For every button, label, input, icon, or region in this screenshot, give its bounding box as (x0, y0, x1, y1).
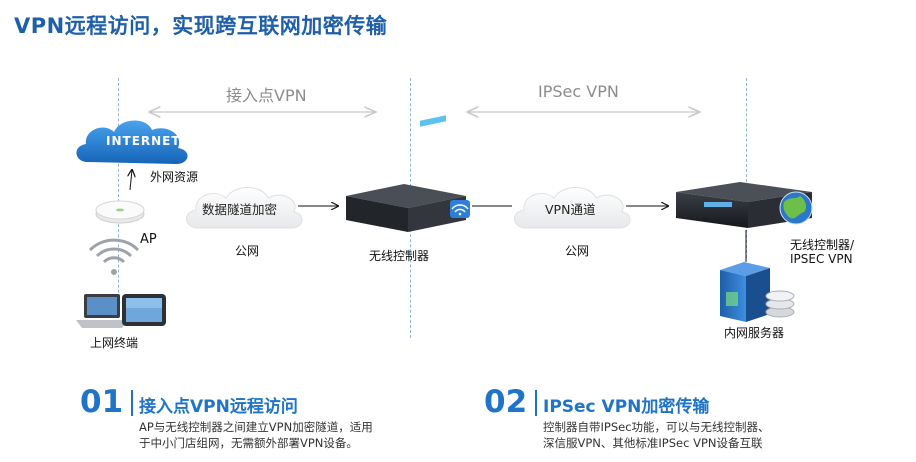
tunnel-cloud-label: 数据隧道加密 (202, 202, 278, 217)
ap-device-icon (95, 200, 145, 224)
feature-divider-1 (131, 390, 133, 416)
section-label-ap-vpn: 接入点VPN (226, 86, 307, 105)
feature-heading-2: IPSec VPN加密传输 (543, 397, 710, 417)
disk-stack-icon (765, 290, 795, 318)
wireless-controller-label: 无线控制器 (369, 249, 430, 263)
page-title: VPN远程访问，实现跨互联网加密传输 (14, 14, 388, 38)
public-net-label-2: 公网 (565, 244, 590, 258)
laptop-icon (76, 294, 128, 328)
divider-line-3 (746, 78, 747, 258)
globe-icon (779, 191, 813, 225)
feature-desc-1-line1: AP与无线控制器之间建立VPN加密隧道，适用 (139, 420, 373, 434)
controller-ipsec-label-line2: IPSEC VPN (790, 252, 853, 266)
feature-desc-1-line2: 于中小门店组网，无需额外部署VPN设备。 (139, 436, 358, 450)
feature-desc-2-line1: 控制器自带IPSec功能，可以与无线控制器、 (543, 420, 770, 434)
arrow-ap-to-internet (130, 170, 132, 191)
vpn-cloud-icon (514, 187, 631, 229)
ap-label: AP (140, 232, 157, 247)
feature-divider-2 (535, 390, 537, 416)
feature-number-2: 02 (484, 384, 528, 420)
feature-desc-2-line2: 深信服VPN、其他标准IPSec VPN设备互联 (543, 436, 763, 450)
tunnel-cloud-icon (186, 187, 303, 229)
wifi-signal-icon (88, 238, 140, 275)
external-resources-label: 外网资源 (150, 170, 199, 184)
controller-ipsec-label-line1: 无线控制器/ (790, 238, 855, 252)
vpn-cloud-label: VPN通道 (545, 202, 596, 217)
tablet-icon (122, 294, 166, 326)
intranet-server-label: 内网服务器 (724, 326, 785, 340)
internet-label: INTERNET (106, 134, 181, 148)
intranet-server-icon (720, 262, 770, 322)
feature-heading-1: 接入点VPN远程访问 (139, 397, 298, 417)
wireless-controller-icon (346, 115, 470, 232)
section-label-ipsec-vpn: IPSec VPN (538, 82, 619, 101)
terminals-label: 上网终端 (90, 336, 139, 350)
internet-cloud-icon (76, 120, 188, 164)
public-net-label-1: 公网 (235, 244, 260, 258)
feature-number-1: 01 (80, 384, 124, 420)
